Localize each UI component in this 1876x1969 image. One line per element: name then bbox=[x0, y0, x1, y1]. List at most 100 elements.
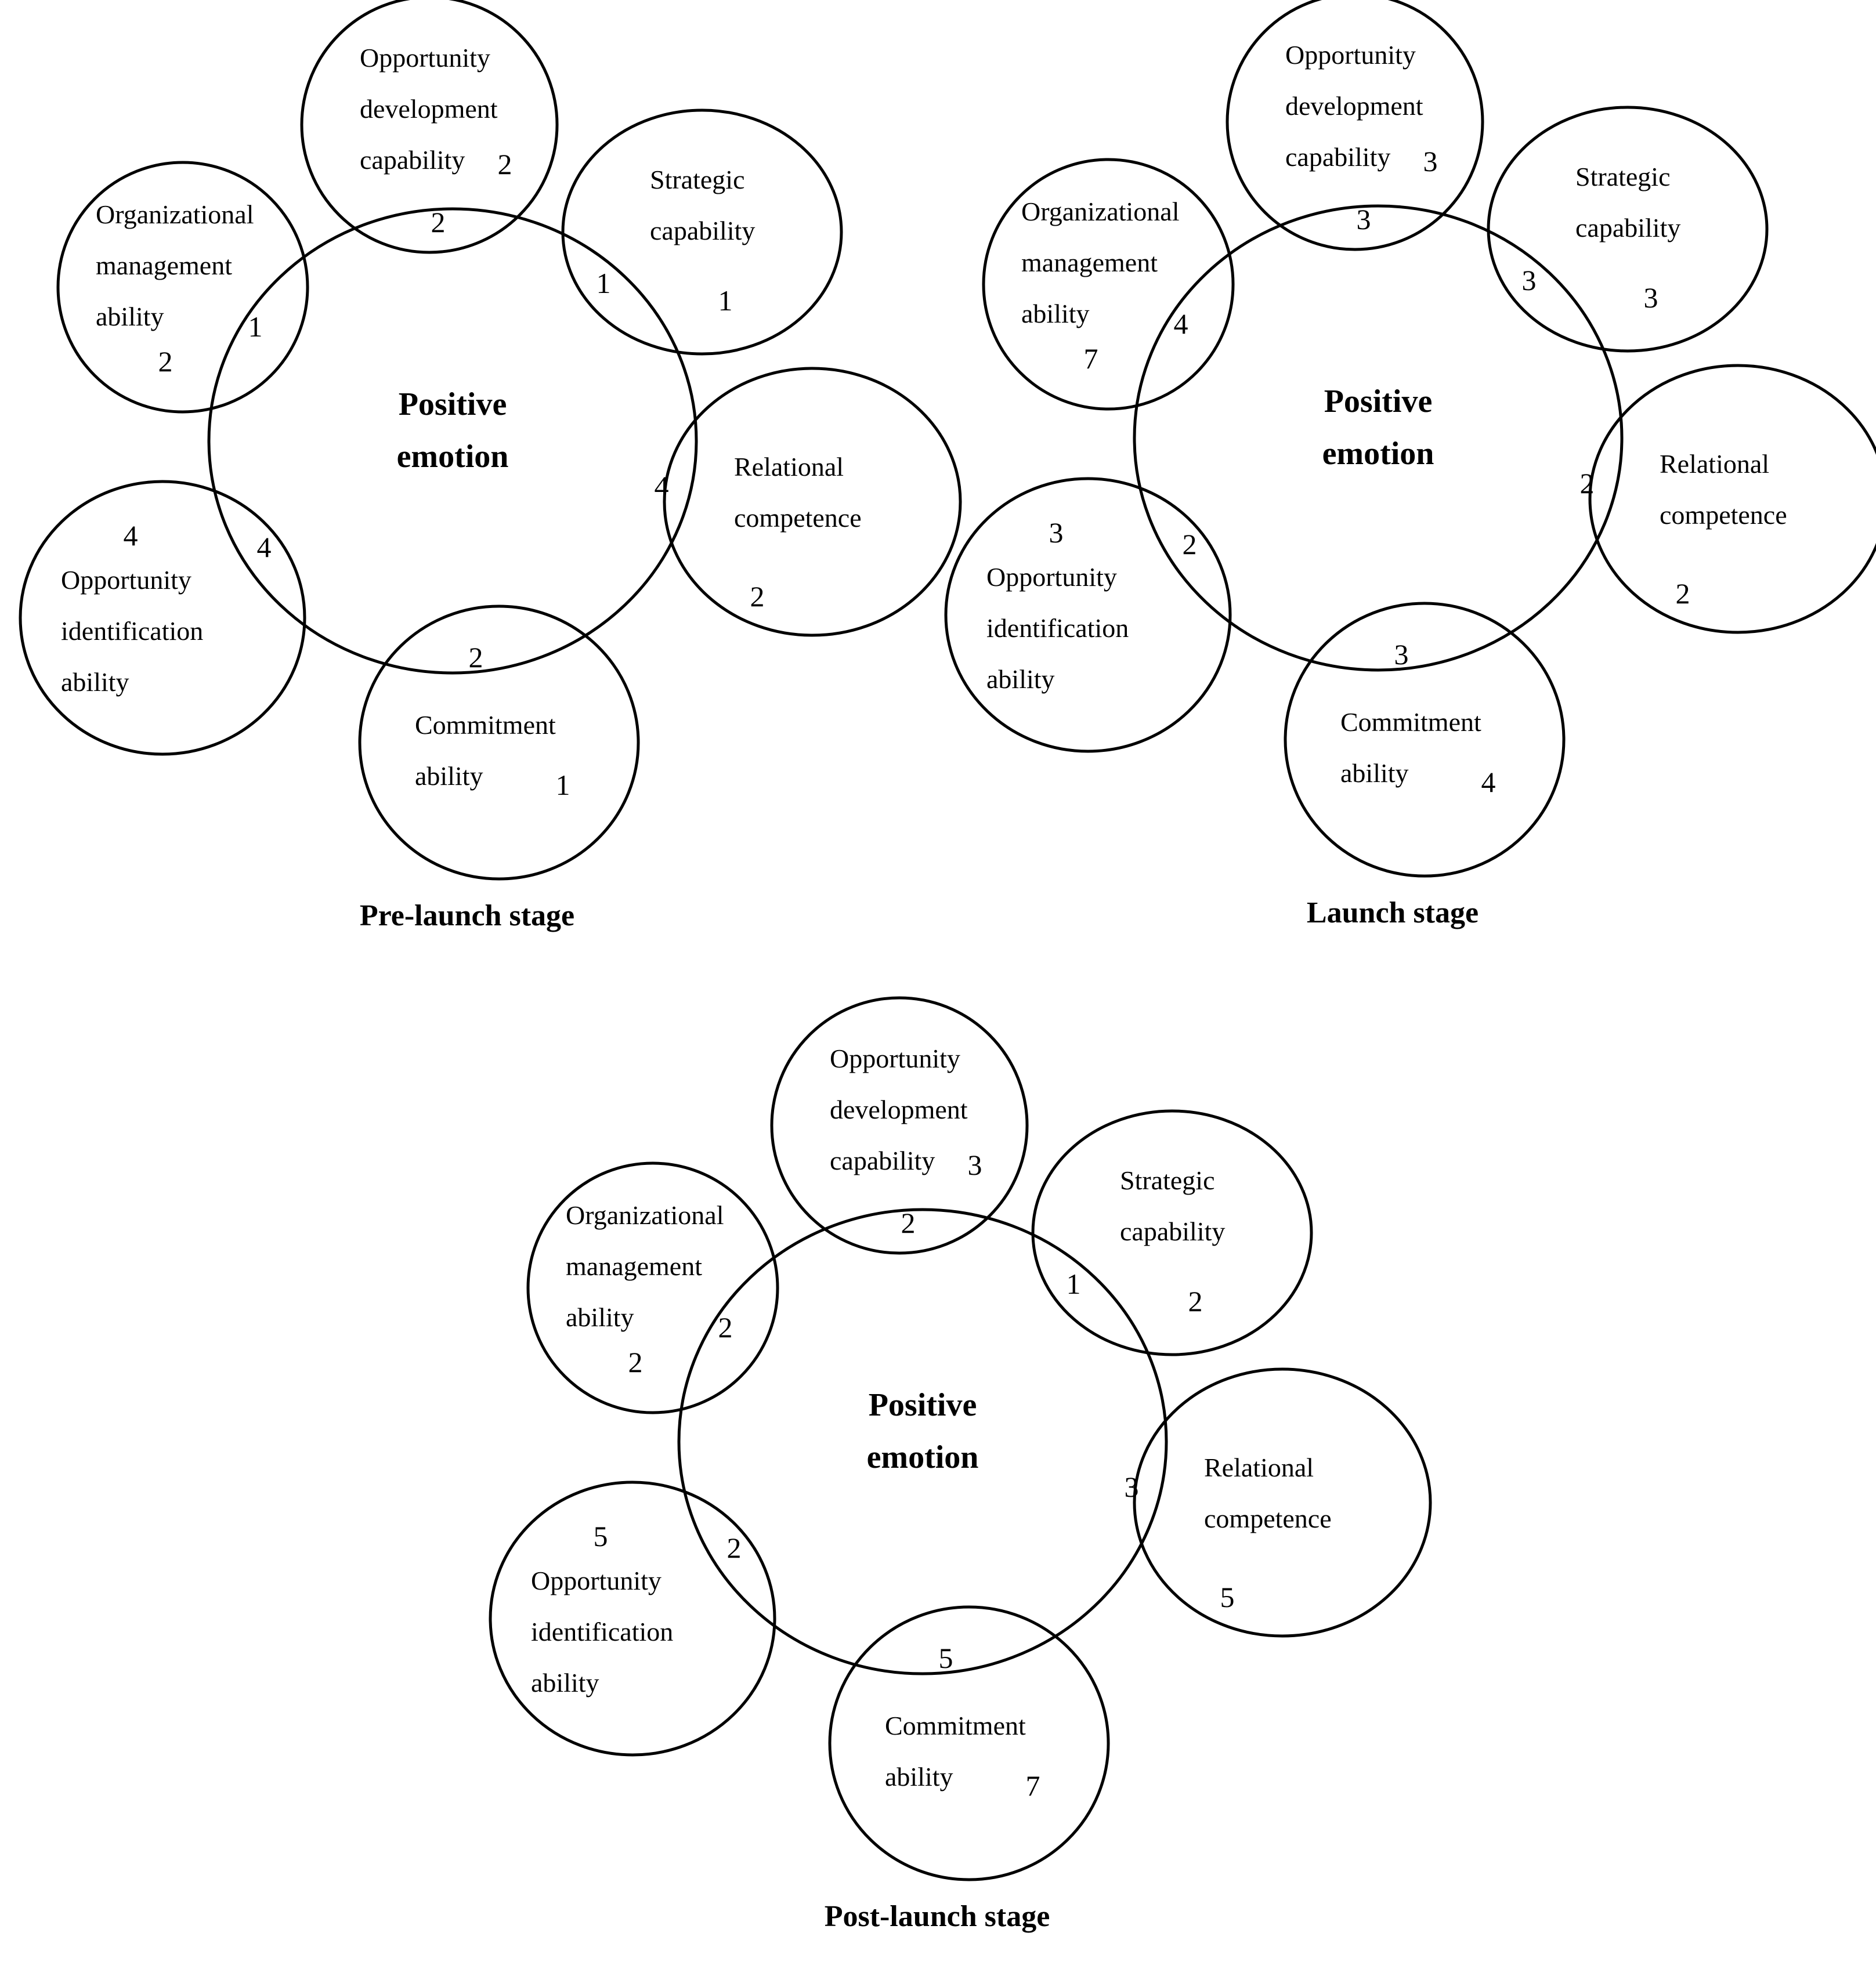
capability-label: ability bbox=[986, 664, 1055, 694]
capability-opp-dev: Opportunity development capability 3 2 bbox=[770, 996, 1029, 1255]
capability-label: ability bbox=[885, 1762, 953, 1791]
capability-circle bbox=[828, 1605, 1110, 1881]
capability-count: 2 bbox=[1676, 577, 1690, 610]
capability-count: 5 bbox=[1220, 1581, 1235, 1613]
capability-label: capability bbox=[1120, 1217, 1225, 1246]
capability-circle bbox=[1588, 364, 1876, 634]
capability-circle bbox=[770, 996, 1029, 1255]
positive-emotion-circle bbox=[677, 1208, 1168, 1675]
overlap-count: 3 bbox=[1522, 264, 1537, 296]
overlap-count: 2 bbox=[901, 1207, 916, 1239]
capability-label: Commitment bbox=[1340, 707, 1481, 737]
capability-label: Strategic bbox=[1120, 1166, 1215, 1195]
overlap-count: 4 bbox=[257, 531, 272, 563]
stage-title: Launch stage bbox=[1307, 896, 1479, 929]
capability-label: Commitment bbox=[415, 710, 556, 740]
capability-label: ability bbox=[566, 1302, 634, 1332]
capability-label: Organizational bbox=[1021, 197, 1180, 226]
overlap-count: 2 bbox=[727, 1532, 742, 1564]
capability-label: capability bbox=[830, 1146, 935, 1175]
stage-panel-1: PositiveemotionOpportunitydevelopmentcap… bbox=[944, 0, 1876, 929]
capability-label: ability bbox=[61, 667, 129, 697]
capability-count: 1 bbox=[556, 769, 570, 801]
positive-emotion-label: emotion bbox=[1322, 436, 1434, 472]
capability-circle bbox=[663, 367, 962, 637]
stage-title: Post-launch stage bbox=[825, 1900, 1050, 1933]
capability-count: 2 bbox=[628, 1346, 643, 1378]
overlap-count: 2 bbox=[1580, 467, 1595, 500]
capability-label: development bbox=[830, 1095, 968, 1124]
stage-panel-2: PositiveemotionOpportunitydevelopmentcap… bbox=[489, 996, 1432, 1933]
positive-emotion-label: emotion bbox=[867, 1439, 979, 1475]
capability-label: management bbox=[566, 1251, 702, 1281]
capability-circle bbox=[526, 1161, 779, 1414]
capability-opp-id: Opportunity identification ability 4 4 bbox=[19, 480, 306, 756]
capability-label: Opportunity bbox=[986, 562, 1117, 592]
capability-label: identification bbox=[61, 616, 203, 646]
overlap-count: 1 bbox=[248, 310, 263, 343]
capability-circle bbox=[358, 605, 640, 881]
capability-label: Relational bbox=[734, 452, 844, 482]
capability-circle bbox=[561, 108, 843, 356]
capability-count: 3 bbox=[1423, 145, 1438, 178]
capability-circle bbox=[1031, 1109, 1313, 1356]
capability-circle bbox=[300, 0, 559, 254]
overlap-count: 1 bbox=[597, 267, 611, 299]
capability-count: 3 bbox=[1049, 516, 1064, 549]
positive-emotion-label: Positive bbox=[869, 1387, 977, 1423]
capability-label: competence bbox=[1660, 500, 1787, 530]
capability-count: 4 bbox=[124, 519, 138, 552]
capability-strategic: Strategic capability 3 3 bbox=[1487, 106, 1769, 353]
positive-emotion-label: emotion bbox=[397, 439, 509, 475]
capability-count: 2 bbox=[158, 345, 173, 378]
capability-count: 7 bbox=[1084, 342, 1098, 375]
capability-opp-id: Opportunity identification ability 3 2 bbox=[944, 477, 1232, 753]
overlap-count: 5 bbox=[939, 1642, 953, 1674]
capability-label: competence bbox=[734, 503, 862, 533]
positive-emotion-circle bbox=[207, 207, 698, 675]
capability-label: ability bbox=[531, 1668, 599, 1697]
capability-circle bbox=[1133, 1367, 1432, 1638]
capability-circle bbox=[982, 158, 1235, 411]
capability-label: ability bbox=[415, 761, 483, 791]
capability-org-mgmt: Organizational management ability 2 1 bbox=[56, 161, 309, 414]
capability-label: capability bbox=[1575, 213, 1680, 242]
overlap-count: 2 bbox=[431, 206, 446, 238]
overlap-count: 3 bbox=[1357, 203, 1371, 236]
positive-emotion-circle bbox=[1133, 204, 1624, 672]
capability-label: Relational bbox=[1660, 449, 1769, 479]
capability-label: management bbox=[96, 251, 232, 280]
capability-label: Relational bbox=[1204, 1453, 1314, 1482]
capability-count: 3 bbox=[1644, 281, 1658, 314]
capability-circle bbox=[1487, 106, 1769, 353]
capability-label: Strategic bbox=[1575, 162, 1671, 191]
capability-count: 7 bbox=[1026, 1769, 1040, 1802]
capability-count: 3 bbox=[968, 1149, 982, 1181]
capability-circle bbox=[1284, 602, 1566, 878]
capability-label: Opportunity bbox=[830, 1044, 960, 1073]
capability-relational: Relational competence 2 2 bbox=[1580, 364, 1876, 634]
capability-label: management bbox=[1021, 248, 1158, 277]
overlap-count: 4 bbox=[1174, 307, 1188, 340]
capability-label: Commitment bbox=[885, 1711, 1026, 1740]
overlap-count: 2 bbox=[1183, 528, 1197, 560]
capability-circle bbox=[1226, 0, 1484, 251]
capability-label: identification bbox=[986, 613, 1129, 643]
capability-label: Opportunity bbox=[531, 1566, 662, 1595]
stage-panel-0: PositiveemotionOpportunitydevelopmentcap… bbox=[19, 0, 962, 932]
capability-label: ability bbox=[1340, 758, 1409, 788]
overlap-count: 3 bbox=[1125, 1471, 1139, 1503]
capability-label: development bbox=[1285, 91, 1423, 121]
capability-label: ability bbox=[96, 302, 164, 331]
capability-label: development bbox=[360, 94, 498, 124]
capability-label: Organizational bbox=[96, 200, 254, 229]
capability-label: Opportunity bbox=[61, 565, 191, 595]
